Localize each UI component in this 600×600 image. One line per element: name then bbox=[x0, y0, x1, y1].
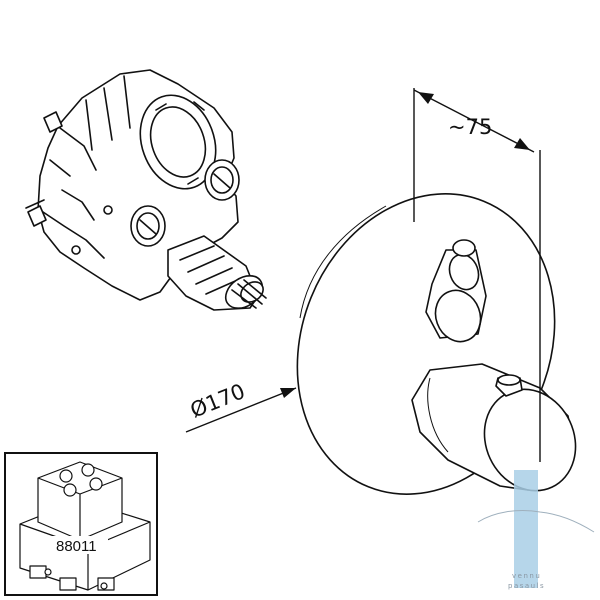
dimension-arrowheads bbox=[280, 92, 530, 398]
watermark-bar bbox=[514, 470, 538, 588]
dimension-lines bbox=[185, 88, 541, 462]
diameter-dimension-label: Ø170 bbox=[187, 379, 248, 422]
valve-body-drawing bbox=[25, 69, 267, 311]
inset-panel: 88011 bbox=[4, 452, 158, 596]
inset-article-code: 88011 bbox=[56, 538, 97, 555]
inset-code-backdrop bbox=[52, 536, 108, 554]
rosette-drawing bbox=[296, 193, 577, 495]
watermark-text-line1: vennu bbox=[512, 572, 541, 580]
depth-dimension-label: ~75 bbox=[448, 115, 492, 139]
watermark-text-line2: pasauls bbox=[508, 582, 545, 590]
watermark: vennu pasauls bbox=[477, 470, 595, 590]
